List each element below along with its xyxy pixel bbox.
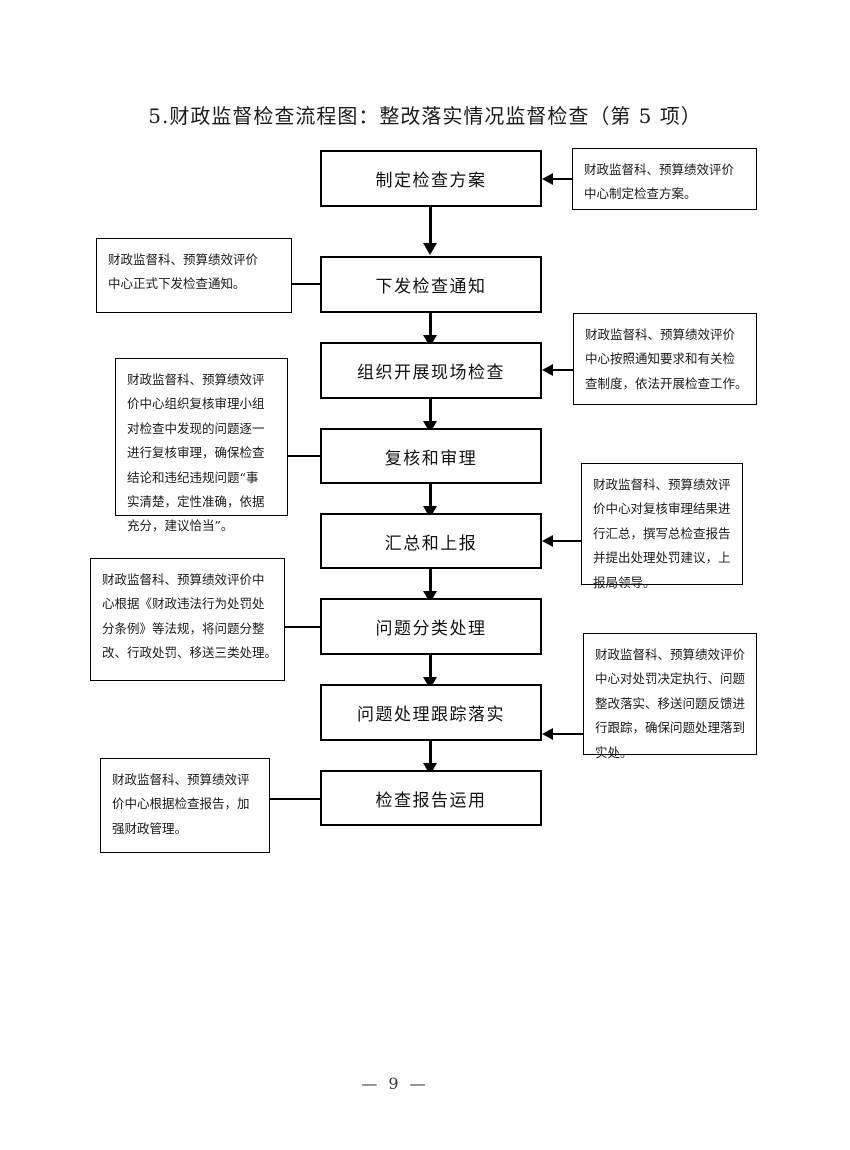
note-left-2-line-4: 进行复核审理，确保检查	[127, 445, 265, 461]
note-left-3-line-1: 财政监督科、预算绩效评价中	[102, 572, 265, 587]
note-right-3: 财政监督科、预算绩效评 价中心对复核审理结果进 行汇总，撰写总检查报告 并提出处…	[581, 463, 743, 590]
connector-right1	[548, 178, 576, 180]
flow-step-8-label: 检查报告运用	[375, 790, 487, 811]
note-left-2-line-7: 充分，建议恰当”。	[127, 518, 234, 534]
flow-step-4[interactable]: 复核和审理	[320, 428, 542, 484]
note-left-2-line-1: 财政监督科、预算绩效评	[127, 372, 265, 387]
note-left-4-line-1: 财政监督科、预算绩效评	[112, 772, 250, 787]
note-left-2-line-3: 对检查中发现的问题逐一	[127, 420, 265, 436]
note-left-3-line-2: 心根据《财政违法行为处罚处	[102, 596, 265, 612]
note-right-3-line-4: 并提出处理处罚建议，上	[593, 550, 731, 566]
connector-step1-step2	[429, 207, 432, 245]
flow-step-7-label: 问题处理跟踪落实	[357, 705, 505, 725]
note-left-4-line-2: 价中心根据检查报告，加	[112, 796, 250, 812]
note-left-2-line-2: 价中心组织复核审理小组	[127, 396, 265, 412]
note-left-2-line-5: 结论和违纪违规问题“事	[127, 469, 259, 485]
note-left-3-line-3: 分条例》等法规，将问题分整	[102, 620, 265, 636]
note-left-1-line-1: 财政监督科、预算绩效评价	[108, 252, 259, 267]
note-right-2-line-3: 查制度，依法开展检查工作。	[585, 375, 748, 391]
note-right-1-line-1: 财政监督科、预算绩效评价	[584, 162, 735, 177]
note-right-3-line-5: 报局领导。	[593, 574, 656, 590]
connector-step2-step3	[429, 313, 432, 338]
connector-step7-step8	[429, 741, 432, 766]
flow-step-6[interactable]: 问题分类处理	[320, 598, 542, 655]
note-right-4-line-1: 财政监督科、预算绩效评价	[595, 647, 746, 662]
flow-step-2-label: 下发检查通知	[375, 277, 487, 297]
connector-left3	[285, 626, 326, 628]
note-left-4: 财政监督科、预算绩效评 价中心根据检查报告，加 强财政管理。	[100, 758, 270, 853]
note-right-2-line-2: 中心按照通知要求和有关检	[585, 351, 736, 367]
connector-right3	[548, 540, 581, 542]
flow-step-3[interactable]: 组织开展现场检查	[320, 342, 542, 399]
connector-left4	[270, 798, 326, 800]
flow-step-5-label: 汇总和上报	[384, 533, 478, 554]
connector-step5-step6	[429, 569, 432, 594]
arrow-right1	[542, 173, 553, 185]
flow-step-6-label: 问题分类处理	[375, 619, 487, 639]
connector-right4	[548, 733, 583, 735]
note-right-4-line-2: 中心对处罚决定执行、问题	[595, 671, 746, 687]
note-right-4-line-3: 整改落实、移送问题反馈进	[595, 695, 746, 711]
note-right-4-line-5: 实处。	[595, 744, 633, 760]
note-right-1-line-2: 中心制定检查方案。	[584, 186, 697, 202]
note-right-4-line-4: 行跟踪，确保问题处理落到	[595, 720, 746, 736]
note-right-1: 财政监督科、预算绩效评价 中心制定检查方案。	[572, 148, 757, 210]
note-left-1: 财政监督科、预算绩效评价 中心正式下发检查通知。	[96, 238, 292, 313]
flow-step-5[interactable]: 汇总和上报	[320, 513, 542, 569]
note-right-4: 财政监督科、预算绩效评价 中心对处罚决定执行、问题 整改落实、移送问题反馈进 行…	[583, 633, 757, 760]
connector-left1	[292, 283, 326, 285]
flow-step-8[interactable]: 检查报告运用	[320, 770, 542, 826]
page-title: 5.财政监督检查流程图：整改落实情况监督检查（第 5 项）	[148, 104, 702, 128]
connector-step3-step4	[429, 399, 432, 424]
flow-step-1[interactable]: 制定检查方案	[320, 150, 542, 207]
note-right-3-line-1: 财政监督科、预算绩效评	[593, 477, 731, 492]
arrow-right2	[542, 364, 553, 376]
note-right-3-line-2: 价中心对复核审理结果进	[593, 501, 731, 517]
note-left-3: 财政监督科、预算绩效评价中 心根据《财政违法行为处罚处 分条例》等法规，将问题分…	[90, 558, 285, 681]
arrow-right3	[542, 535, 553, 547]
note-right-2: 财政监督科、预算绩效评价 中心按照通知要求和有关检 查制度，依法开展检查工作。	[573, 313, 757, 405]
flow-step-7[interactable]: 问题处理跟踪落实	[320, 684, 542, 741]
page-number: — 9 —	[361, 1074, 429, 1093]
flow-step-1-label: 制定检查方案	[375, 171, 487, 191]
arrow-right4	[542, 728, 553, 740]
flow-step-4-label: 复核和审理	[384, 448, 478, 469]
connector-right2	[548, 369, 577, 371]
note-left-2: 财政监督科、预算绩效评 价中心组织复核审理小组 对检查中发现的问题逐一 进行复核…	[115, 358, 288, 533]
flow-step-2[interactable]: 下发检查通知	[320, 256, 542, 313]
connector-step4-step5	[429, 484, 432, 509]
connector-step6-step7	[429, 655, 432, 680]
arrow-step1-step2	[423, 243, 437, 255]
note-right-2-line-1: 财政监督科、预算绩效评价	[585, 327, 736, 342]
note-left-4-line-3: 强财政管理。	[112, 820, 188, 836]
connector-left2	[288, 455, 326, 457]
flow-step-3-label: 组织开展现场检查	[357, 363, 505, 383]
note-right-3-line-3: 行汇总，撰写总检查报告	[593, 525, 731, 541]
note-left-1-line-2: 中心正式下发检查通知。	[108, 276, 246, 292]
note-left-2-line-6: 实清楚，定性准确，依据	[127, 493, 265, 509]
note-left-3-line-4: 改、行政处罚、移送三类处理。	[102, 645, 278, 661]
